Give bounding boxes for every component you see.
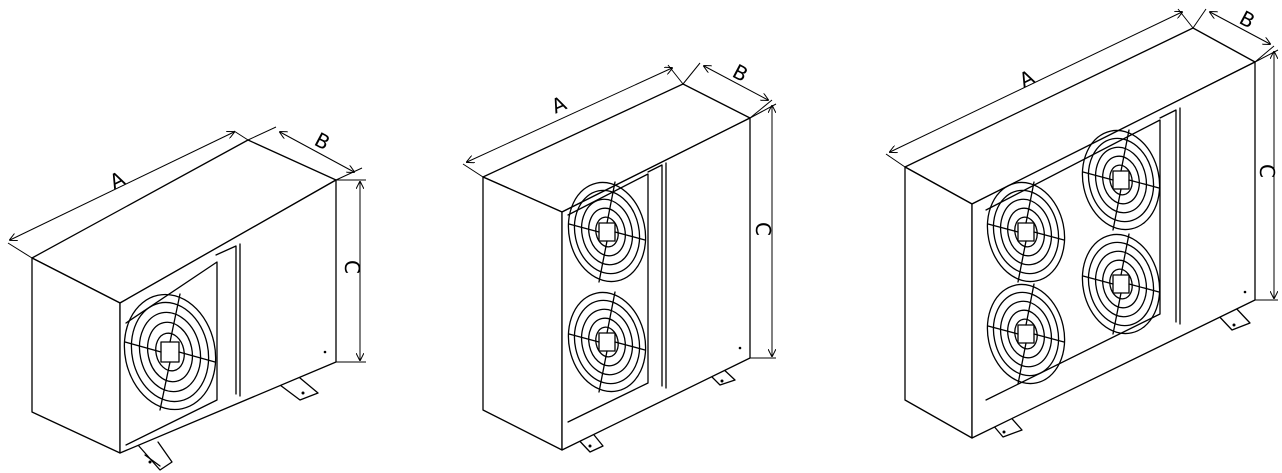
unit-2-label-c: C xyxy=(751,222,775,236)
unit-1-label-c: C xyxy=(340,260,364,274)
unit-2-feet xyxy=(573,365,736,453)
unit-2-label-a: A xyxy=(548,91,571,119)
unit-2-front xyxy=(482,176,563,451)
unit-4-label-a: A xyxy=(1015,65,1038,93)
unit-4-dim-a: A xyxy=(885,8,1194,168)
unit-2-fan: A B C xyxy=(462,59,777,453)
unit-4-fan-grill-bottom-right xyxy=(1081,233,1161,335)
unit-4-dim-c: C xyxy=(1254,49,1279,301)
unit-4-fan: A B C xyxy=(885,6,1279,439)
unit-1-fan: A B C xyxy=(7,126,366,471)
unit-1-dim-c: C xyxy=(336,179,366,363)
unit-2-fan-grill-top xyxy=(567,181,647,283)
unit-4-fan-grill-top-left xyxy=(986,181,1066,283)
unit-4-front xyxy=(904,166,973,439)
unit-4-label-c: C xyxy=(1255,164,1279,178)
unit-2-label-b: B xyxy=(729,59,752,87)
unit-1-label-a: A xyxy=(106,166,129,194)
unit-1-fan-grill xyxy=(123,293,217,411)
unit-4-fan-grill-bottom-left xyxy=(986,283,1066,385)
unit-2-fan-grill-bottom xyxy=(567,291,647,393)
unit-4-label-b: B xyxy=(1236,6,1259,34)
unit-1-feet xyxy=(137,377,319,471)
unit-2-dim-c: C xyxy=(749,103,777,359)
